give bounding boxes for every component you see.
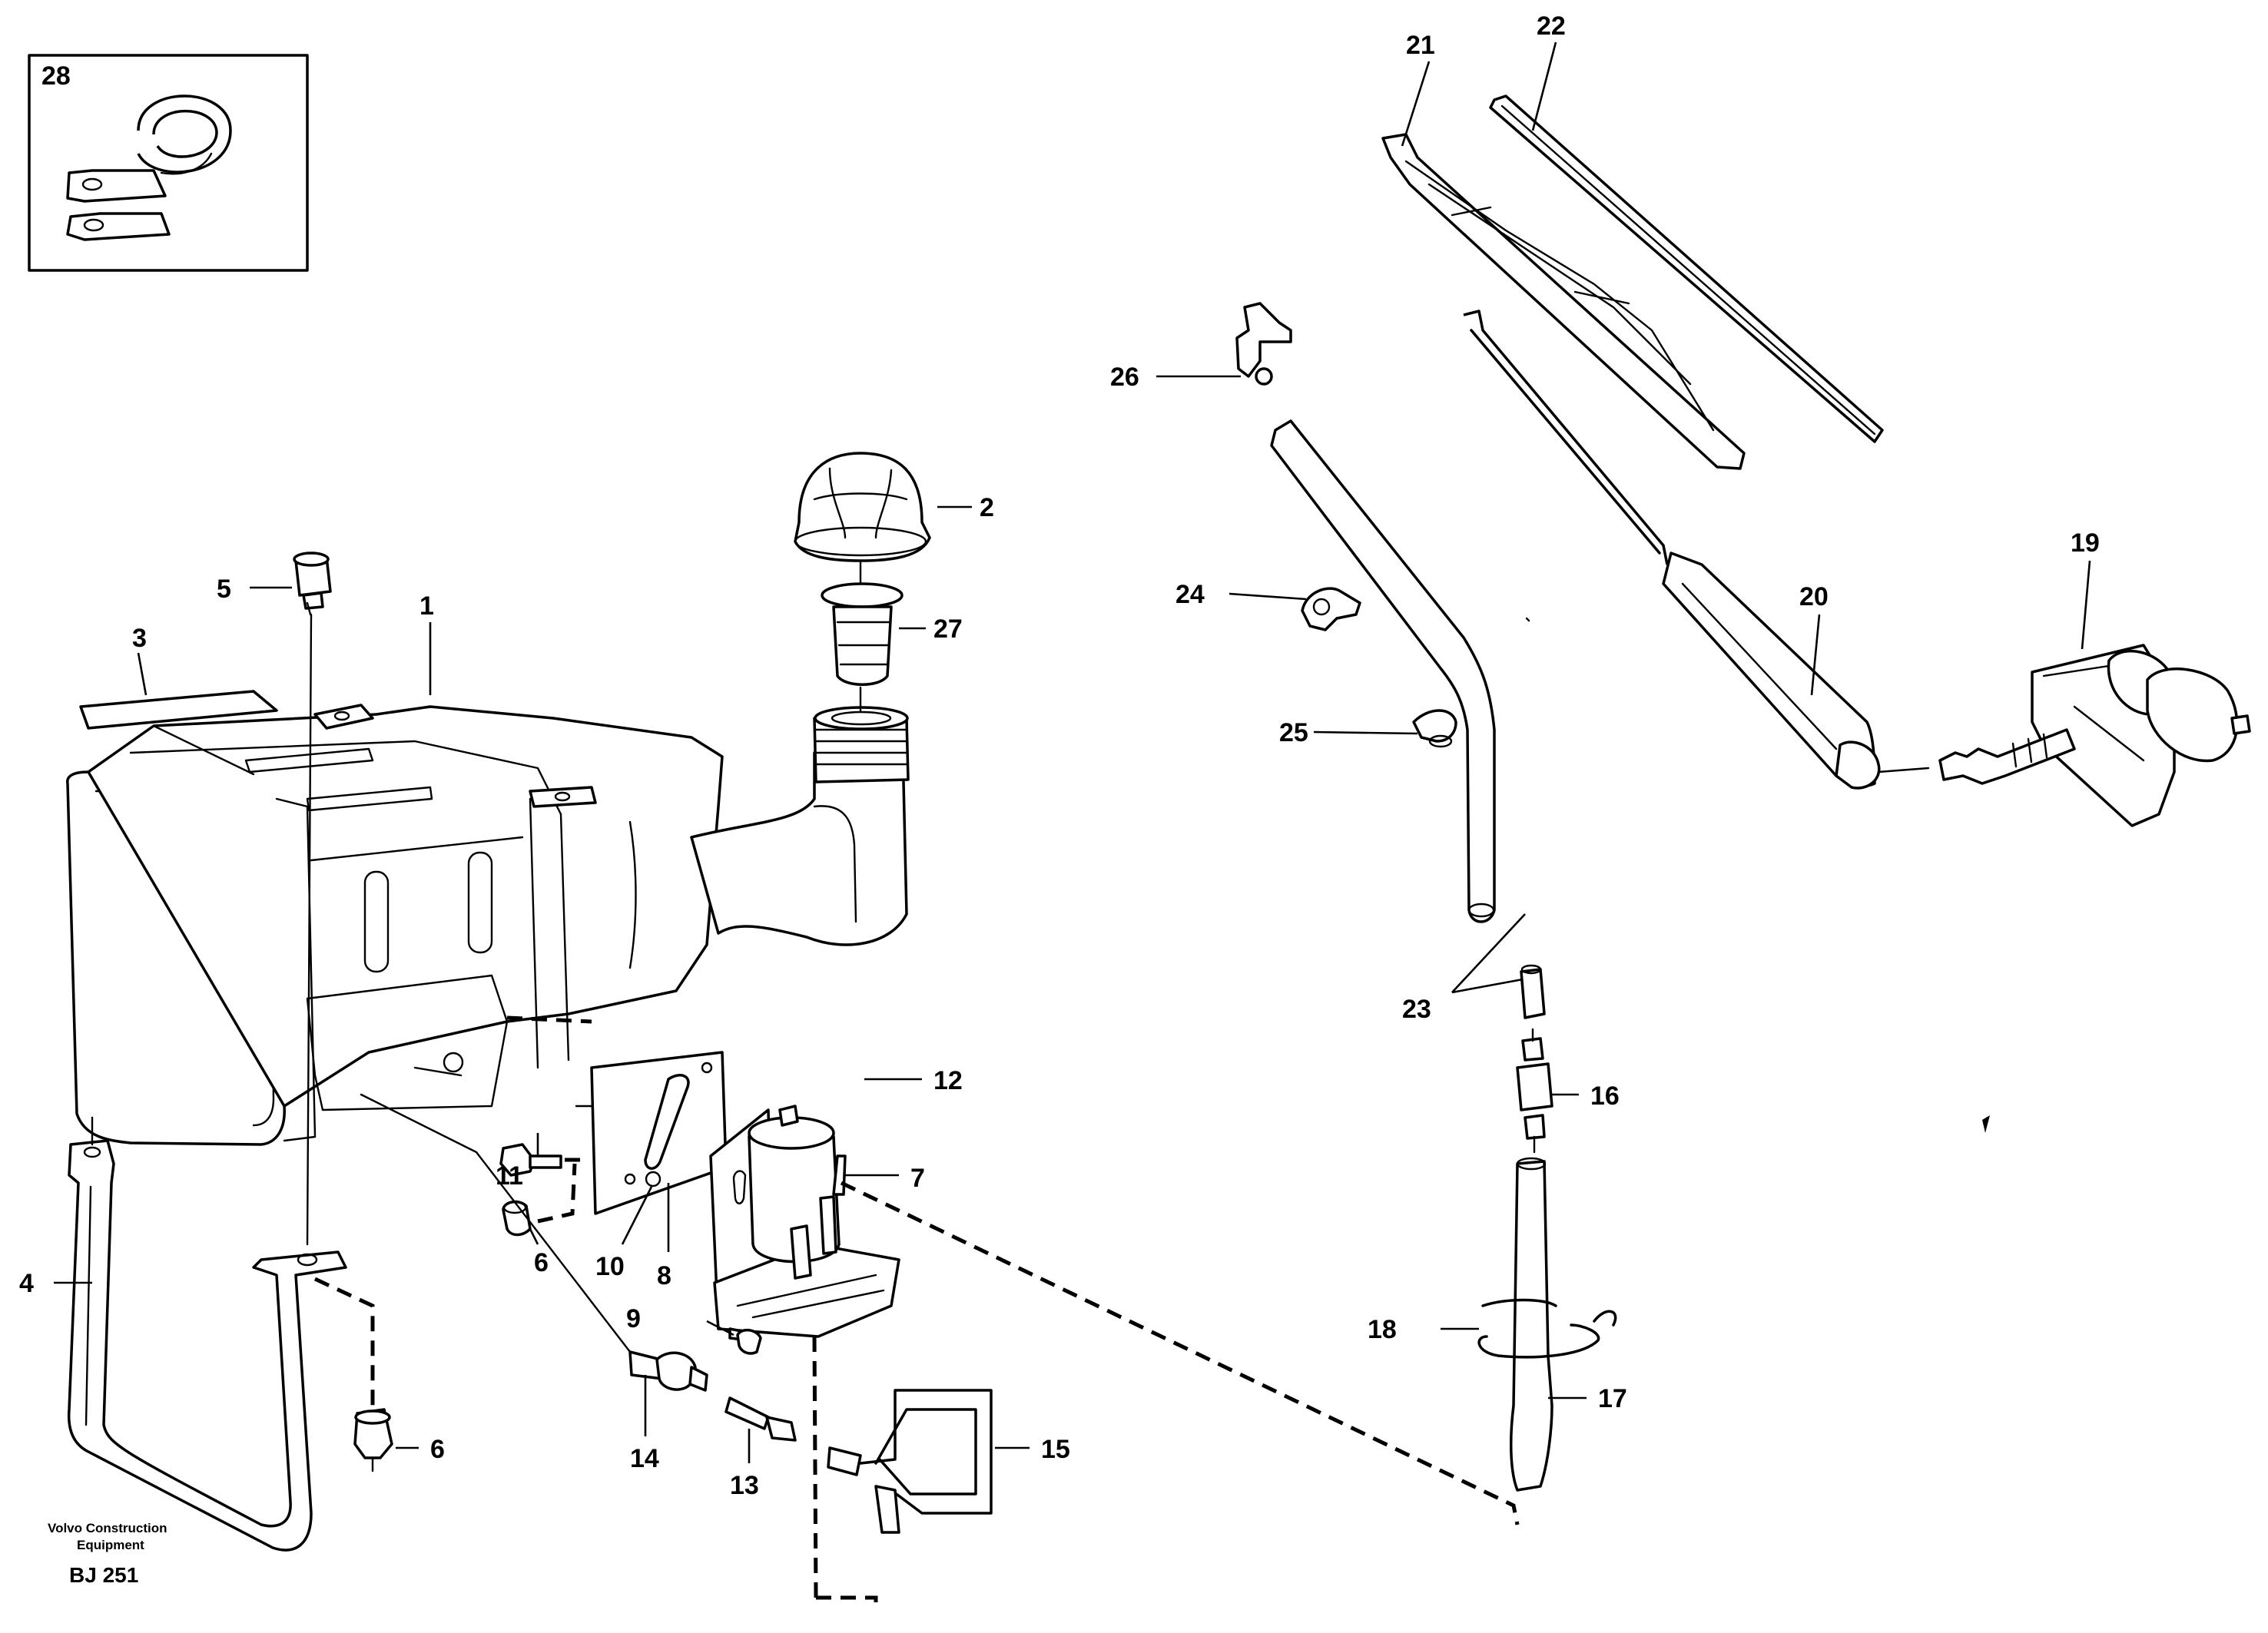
strainer: [821, 582, 904, 686]
hose-clamp-18: [1477, 1298, 1617, 1359]
label-25: 25: [1279, 718, 1308, 747]
inset-label-28: 28: [41, 61, 71, 91]
label-12: 12: [933, 1066, 963, 1095]
label-3: 3: [132, 624, 147, 653]
washer-pump: [709, 1105, 900, 1338]
washer-tube-upper: [1270, 419, 1496, 923]
footer: Volvo Construction Equipment BJ 251: [48, 1521, 167, 1587]
leader-lines: [54, 41, 2091, 1463]
label-26: 26: [1110, 363, 1139, 392]
grommet-14: [628, 1350, 708, 1392]
filler-cap: [794, 452, 931, 562]
label-18: 18: [1368, 1315, 1397, 1344]
label-1: 1: [419, 591, 434, 621]
tube-13: [724, 1396, 797, 1442]
tube-clip-24: [1301, 587, 1361, 631]
label-24: 24: [1175, 580, 1205, 609]
washer-tube-17: [1510, 1157, 1553, 1492]
label-27: 27: [933, 614, 963, 644]
tube-clip-25: [1412, 709, 1457, 748]
screw-9: [728, 1327, 762, 1355]
mounting-strap: [67, 1139, 347, 1552]
check-valve: [1516, 1028, 1553, 1154]
label-13: 13: [730, 1471, 759, 1500]
company-line-2: Equipment: [77, 1538, 144, 1552]
label-4: 4: [19, 1269, 34, 1298]
nut-6-lower: [353, 1408, 393, 1472]
stray-mark: [1982, 1115, 1990, 1133]
screw-11: [499, 1143, 562, 1177]
inset-box-clamp: 28: [28, 54, 309, 272]
label-7: 7: [910, 1164, 925, 1193]
label-15: 15: [1041, 1435, 1070, 1464]
mounting-plate: [575, 1051, 728, 1215]
label-8: 8: [657, 1261, 671, 1290]
label-9: 9: [626, 1304, 641, 1333]
label-21: 21: [1406, 31, 1435, 60]
washer-tube-lower: [1520, 964, 1546, 1019]
label-17: 17: [1598, 1384, 1627, 1413]
label-11: 11: [496, 1161, 523, 1191]
blade-refill: [1489, 94, 1884, 443]
label-5: 5: [217, 575, 231, 604]
wiper-blade: [1381, 133, 1746, 470]
label-16: 16: [1590, 1081, 1620, 1111]
label-20: 20: [1799, 582, 1829, 611]
label-2: 2: [980, 493, 994, 522]
wiper-motor: [1938, 644, 2251, 827]
label-14: 14: [630, 1444, 659, 1473]
nozzle-bracket: [1235, 302, 1292, 386]
wiper-arm: [1463, 310, 1930, 790]
label-22: 22: [1537, 12, 1566, 41]
label-19: 19: [2071, 528, 2100, 558]
drawing-code: BJ 251: [69, 1563, 138, 1587]
label-6-lower: 6: [430, 1435, 445, 1464]
part-numbers: 1 2 3 4 5 6 6 7 8 9 10 11 12 13 14 15 16…: [19, 12, 2100, 1500]
company-line-1: Volvo Construction: [48, 1521, 167, 1535]
label-23: 23: [1402, 995, 1431, 1024]
hose-15: [827, 1389, 993, 1534]
washer-reservoir: [66, 704, 910, 1146]
bolt-5: [293, 552, 332, 616]
label-6-upper: 6: [534, 1248, 549, 1277]
label-strip: [79, 690, 278, 730]
label-10: 10: [595, 1252, 625, 1281]
